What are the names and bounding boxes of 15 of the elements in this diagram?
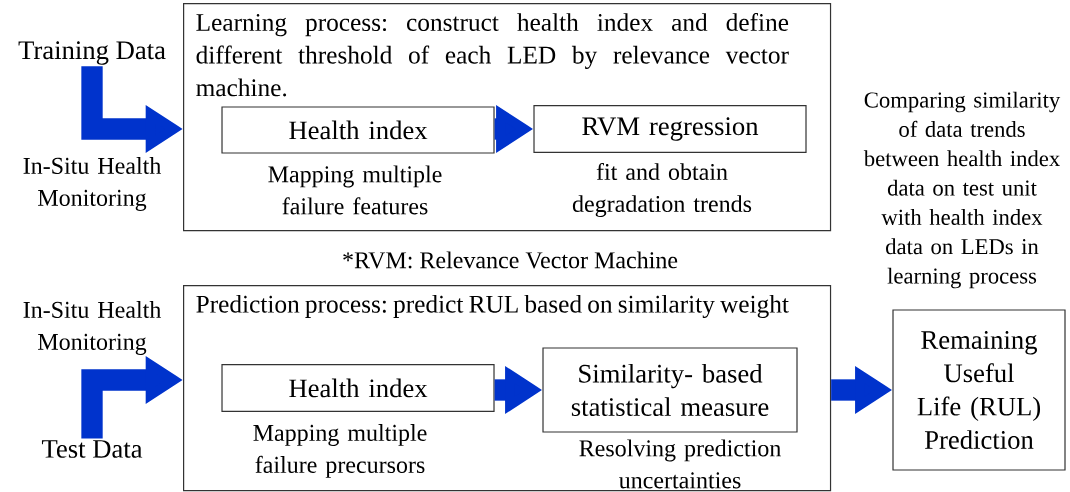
input-label: Test Data [41, 440, 143, 458]
step-caption: fit and obtain degradation trends [572, 162, 752, 218]
step-box: Similarity- based statistical measure [542, 347, 798, 433]
annotation-text: Comparing similarity of data trends between health index data on test unit with health index data on LEDs in learning process [863, 91, 1061, 289]
step-box: Health index [221, 106, 495, 154]
footnote-text: *RVM: Relevance Vector Machine [343, 251, 678, 269]
step-box: RVM regression [533, 104, 807, 154]
input-label: Training Data [18, 41, 166, 65]
annotation-text: In-Situ Health Monitoring [23, 301, 162, 355]
output-box: Remaining Useful Life (RUL) Prediction [892, 309, 1066, 471]
annotation-text: In-Situ Health Monitoring [23, 157, 162, 211]
step-box: Health index [221, 363, 495, 413]
step-caption: Mapping multiple failure features [268, 165, 442, 215]
step-caption: Resolving prediction uncertainties [579, 439, 781, 489]
step-caption: Mapping multiple failure precursors [253, 424, 427, 478]
